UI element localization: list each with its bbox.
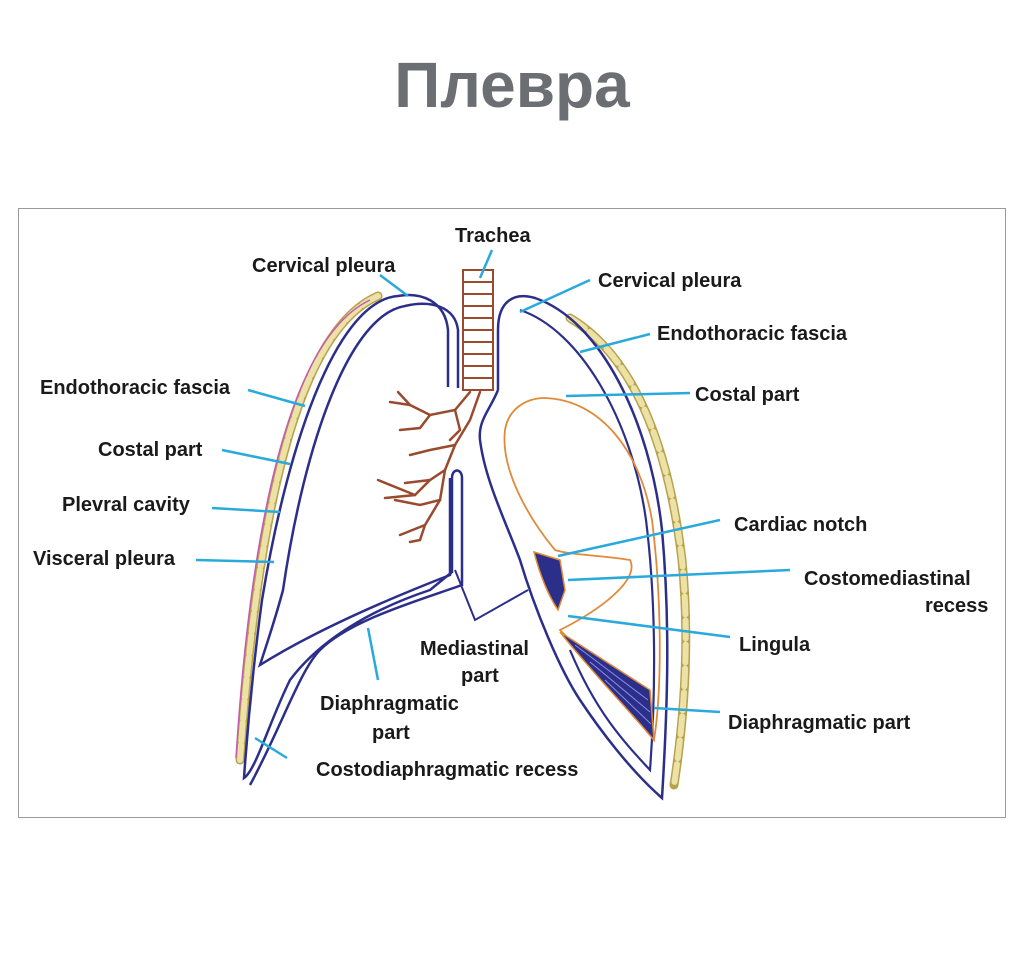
page-title: Плевра [394, 49, 630, 121]
left-endothoracic-fascia [235, 291, 383, 765]
label-endothoracic-fascia-left: Endothoracic fascia [40, 377, 231, 399]
label-costomediastinal-line1: Costomediastinal [804, 568, 971, 590]
label-plevral-cavity: Plevral cavity [62, 494, 191, 516]
right-lung-outline [503, 397, 661, 743]
right-visceral-pleura [519, 308, 656, 773]
trachea-rings-icon [462, 269, 494, 391]
costodiaphragmatic-recess-fill [559, 631, 655, 743]
diagram-frame [18, 208, 1006, 818]
recess-hatching [574, 644, 652, 725]
label-cervical-pleura-left: Cervical pleura [252, 255, 396, 277]
label-costomediastinal-line2: recess [925, 595, 988, 617]
label-cervical-pleura-right: Cervical pleura [598, 270, 742, 292]
label-endothoracic-fascia-right: Endothoracic fascia [657, 323, 848, 345]
label-lingula: Lingula [739, 634, 811, 656]
label-costodiaphragmatic-recess: Costodiaphragmatic recess [316, 759, 578, 781]
label-diaphragmatic-left-line2: part [372, 722, 410, 744]
label-diaphragmatic-right: Diaphragmatic part [728, 712, 911, 734]
label-cardiac-notch: Cardiac notch [734, 514, 867, 536]
label-costal-part-right: Costal part [695, 384, 800, 406]
label-mediastinal-line2: part [461, 665, 499, 687]
left-parietal-pleura [242, 293, 464, 786]
right-endothoracic-fascia [565, 313, 691, 790]
costomediastinal-recess-fill [532, 550, 566, 612]
label-diaphragmatic-left-line1: Diaphragmatic [320, 693, 459, 715]
bronchial-tree-icon [376, 390, 482, 544]
mediastinal-part-lines [454, 569, 529, 622]
leader-lines [195, 249, 791, 760]
right-parietal-pleura [478, 294, 669, 801]
label-mediastinal-line1: Mediastinal [420, 638, 529, 660]
label-visceral-pleura: Visceral pleura [33, 548, 176, 570]
label-trachea: Trachea [455, 225, 531, 247]
left-visceral-pleura [257, 302, 460, 668]
label-costal-part-left: Costal part [98, 439, 203, 461]
